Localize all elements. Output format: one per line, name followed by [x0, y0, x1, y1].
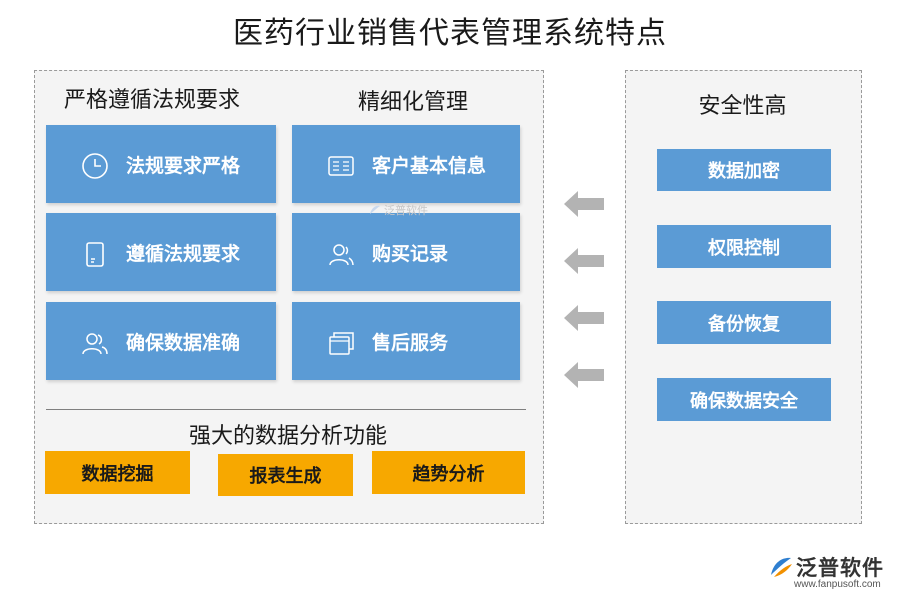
brand-url: www.fanpusoft.com — [794, 579, 881, 590]
security-heading: 安全性高 — [698, 94, 787, 119]
clock-icon — [80, 151, 110, 181]
analysis-heading: 强大的数据分析功能 — [188, 424, 387, 449]
brand-name: 泛普软件 — [796, 556, 884, 580]
fine-management-heading: 精细化管理 — [358, 90, 469, 115]
strict-card-label: 法规要求严格 — [126, 154, 241, 177]
analysis-item-trends: 趋势分析 — [372, 451, 525, 494]
fine-card-label: 售后服务 — [372, 331, 449, 354]
security-item-data-safety: 确保数据安全 — [657, 378, 831, 421]
section-divider — [46, 409, 526, 410]
security-item-encryption: 数据加密 — [657, 149, 831, 191]
analysis-item-reports: 报表生成 — [218, 454, 353, 496]
watermark-text: 泛普软件 — [384, 204, 428, 217]
strict-card-follow: 遵循法规要求 — [46, 213, 276, 291]
arrow-left-icon — [564, 248, 604, 274]
id-card-icon — [326, 151, 356, 181]
security-item-backup: 备份恢复 — [657, 301, 831, 344]
fine-card-after-sales: 售后服务 — [292, 302, 520, 380]
arrow-left-icon — [564, 191, 604, 217]
fine-card-purchase-records: 购买记录 — [292, 213, 520, 291]
strict-card-regulations: 法规要求严格 — [46, 125, 276, 203]
strict-compliance-heading: 严格遵循法规要求 — [64, 88, 241, 113]
fanpu-logo-icon — [771, 557, 792, 577]
strict-card-label: 遵循法规要求 — [126, 242, 241, 265]
security-panel — [625, 70, 862, 524]
users-icon — [80, 328, 110, 358]
arrow-left-icon — [564, 305, 604, 331]
security-item-access-control: 权限控制 — [657, 225, 831, 268]
watermark-logo-icon — [370, 205, 380, 214]
analysis-item-mining: 数据挖掘 — [45, 451, 190, 494]
brand-logo: 泛普软件 www.fanpusoft.com — [768, 552, 892, 594]
fine-card-customer-info: 客户基本信息 — [292, 125, 520, 203]
windows-icon — [326, 328, 356, 358]
fine-card-label: 客户基本信息 — [372, 154, 487, 177]
fine-card-label: 购买记录 — [372, 242, 449, 265]
user-icon — [326, 239, 356, 269]
page-title: 医药行业销售代表管理系统特点 — [233, 16, 667, 51]
watermark: 泛普软件 — [368, 202, 428, 218]
strict-card-label: 确保数据准确 — [126, 331, 241, 354]
strict-card-accuracy: 确保数据准确 — [46, 302, 276, 380]
arrow-left-icon — [564, 362, 604, 388]
document-icon — [80, 239, 110, 269]
